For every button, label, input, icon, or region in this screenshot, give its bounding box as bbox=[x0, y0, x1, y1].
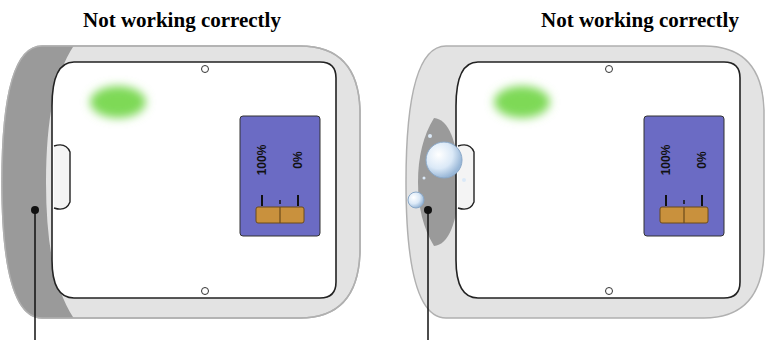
scale-mark-label: 100% bbox=[659, 145, 673, 176]
device-right bbox=[406, 46, 764, 340]
slider-panel: 100% 0% bbox=[644, 116, 724, 236]
device-left bbox=[0, 40, 360, 340]
scale-mark-label: 100% bbox=[255, 145, 269, 176]
status-heading: Not working correctly bbox=[541, 8, 739, 33]
status-heading: Not working correctly bbox=[83, 8, 281, 33]
slider-panel: 100% 0% bbox=[240, 116, 320, 236]
scale-mark-label: 0% bbox=[291, 151, 305, 168]
scale-mark-label: 0% bbox=[695, 151, 709, 168]
